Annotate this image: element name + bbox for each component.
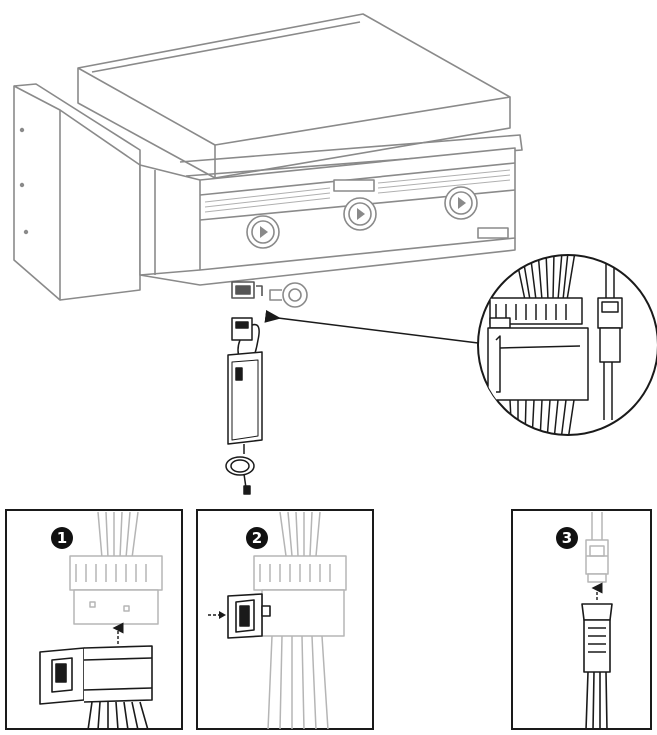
control-knobs: [246, 186, 478, 249]
step-1-panel: 1: [5, 509, 183, 730]
side-shelf: [13, 83, 141, 301]
leader-arrow: [264, 310, 479, 344]
step-1-badge: 1: [51, 527, 73, 549]
grill-body: [139, 147, 516, 286]
grill-hood: [77, 13, 523, 179]
regulator-fitting: [269, 282, 308, 308]
svg-text:3: 3: [562, 529, 572, 547]
knob-left: [246, 215, 280, 249]
step-3-badge: 3: [556, 527, 578, 549]
knob-center: [343, 197, 377, 231]
svg-text:1: 1: [57, 529, 67, 547]
power-module-icon: [225, 317, 263, 495]
detail-callout: [477, 254, 657, 436]
step-2-panel: 2: [196, 509, 374, 730]
step-3-panel: 3: [511, 509, 652, 730]
step-2-badge: 2: [246, 527, 268, 549]
svg-text:2: 2: [252, 529, 262, 547]
grill-illustration: [13, 13, 523, 308]
grill-socket: [231, 281, 263, 299]
knob-right: [444, 186, 478, 220]
